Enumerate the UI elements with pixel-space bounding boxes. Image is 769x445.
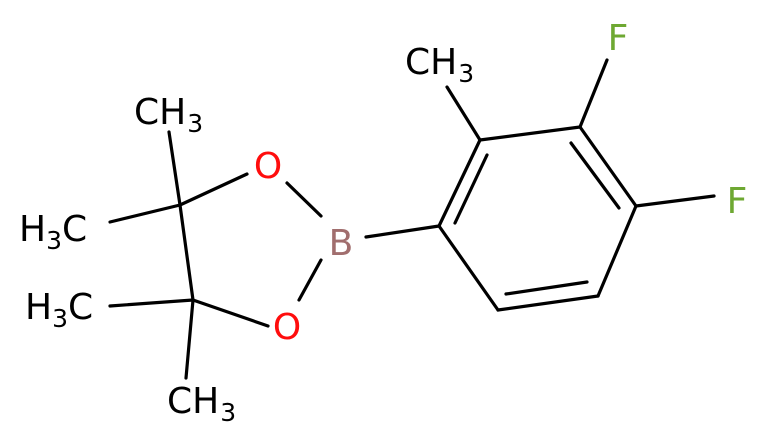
bond-c6-c1 [437, 224, 500, 312]
bond-c4-f [634, 194, 716, 208]
oxygen-atom-top: O [254, 146, 282, 187]
oxygen-atom-bottom: O [273, 307, 301, 348]
atom-labels: O O B F F CH3 CH3 H3C H3C CH3 [19, 18, 747, 427]
bond-c2-c3 [478, 125, 582, 142]
bond-c4-methyl-left [108, 203, 182, 224]
bond-c1-c2 [437, 138, 482, 228]
bond-o1-b [285, 181, 323, 218]
bond-c4-o1 [178, 172, 249, 207]
bond-c5-methyl-bottom [184, 298, 195, 380]
bond-c4-c5 [178, 203, 195, 302]
bonds [108, 58, 716, 380]
bond-c5-methyl-left [108, 298, 195, 308]
bond-c4-methyl-top [167, 130, 182, 207]
bond-b-o2 [297, 258, 323, 302]
methyl-group-aryl: CH3 [405, 42, 474, 88]
bond-c3-c4-inner [569, 141, 621, 210]
bond-c5ar-c6-inner [504, 280, 589, 296]
methyl-group-left-lower: H3C [25, 287, 93, 333]
boron-atom: B [329, 223, 354, 264]
fluorine-atom-top: F [608, 18, 629, 59]
bond-o2-c5 [191, 298, 270, 328]
bond-c2-methyl [445, 85, 482, 142]
bond-c4-c5ar [596, 204, 638, 298]
bond-c1-c2-inner [453, 153, 489, 225]
methyl-group-top: CH3 [134, 92, 203, 138]
methyl-group-left-upper: H3C [19, 209, 87, 255]
bond-c5ar-c6 [496, 294, 600, 312]
bond-c3-f [578, 58, 609, 129]
fluorine-atom-right: F [727, 181, 748, 222]
methyl-group-bottom: CH3 [167, 381, 236, 427]
bond-b-c1 [364, 224, 441, 239]
bond-c3-c4 [578, 125, 638, 208]
